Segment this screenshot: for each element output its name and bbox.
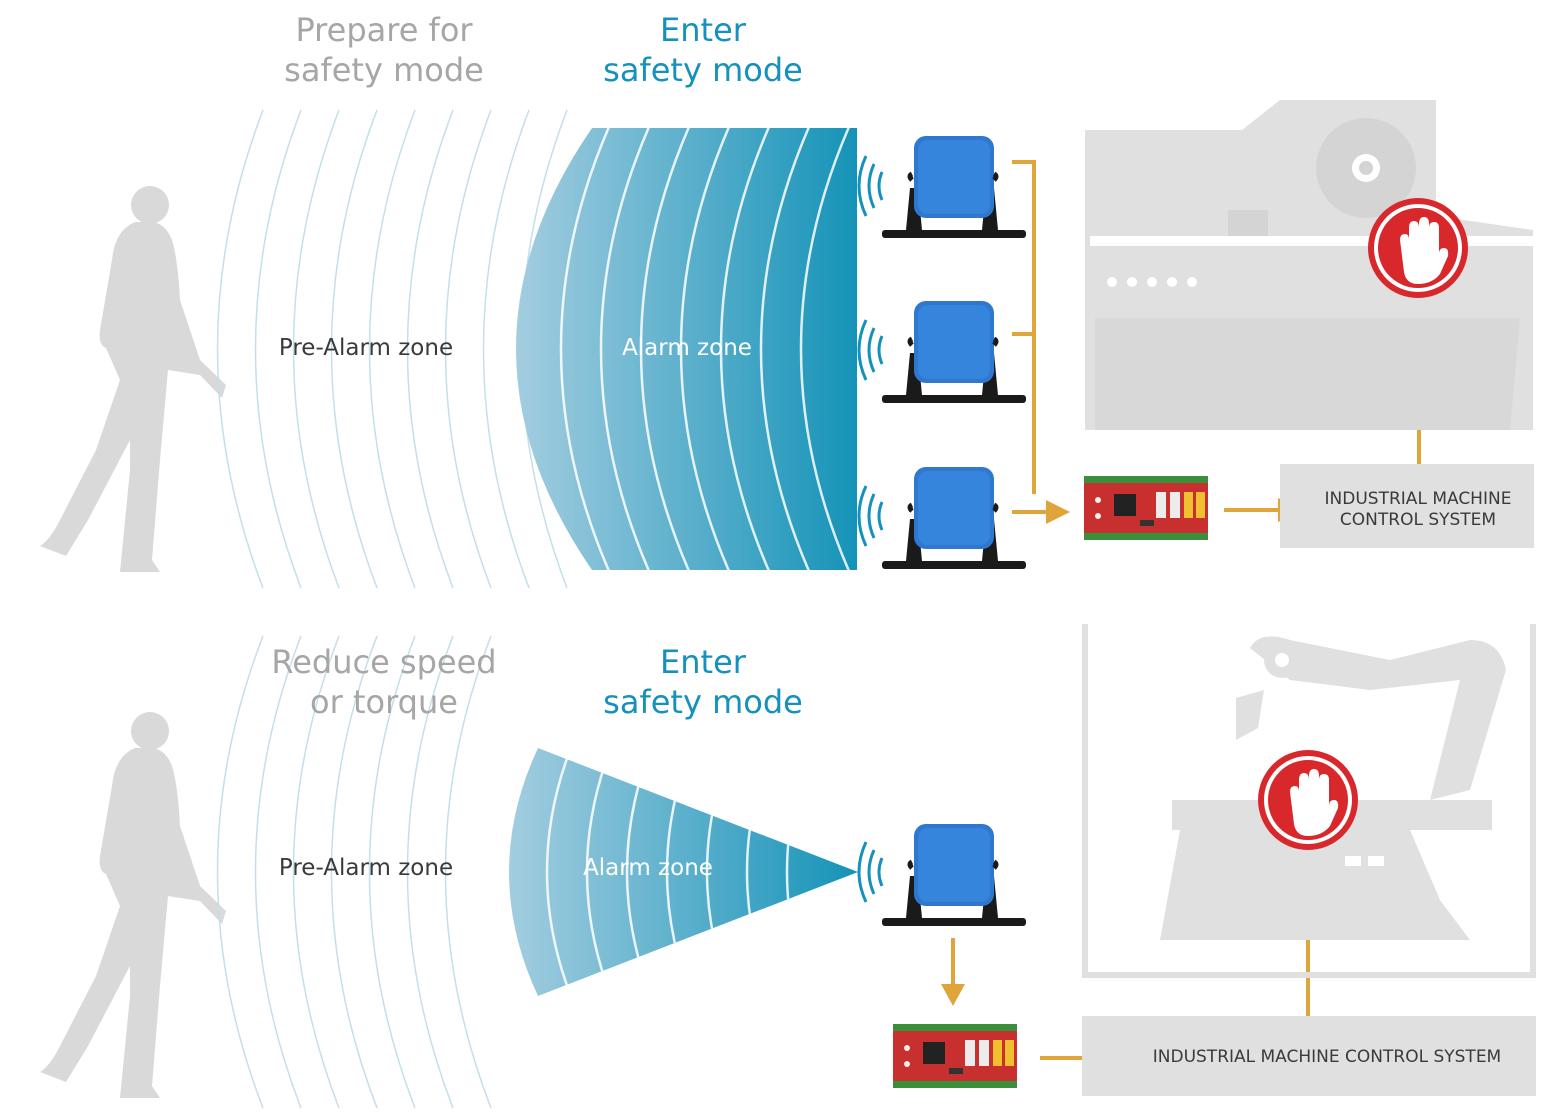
person-walking-icon xyxy=(40,712,226,1098)
bottom-enter-line1: Enter xyxy=(660,643,746,681)
radar-sensor-icon xyxy=(882,824,1026,926)
bottom-phase-line1: Reduce speed xyxy=(271,643,497,681)
top-alarm-label: Alarm zone xyxy=(622,335,752,361)
top-phase-line2: safety mode xyxy=(284,51,484,89)
control-board-icon xyxy=(893,1024,1017,1088)
top-enter-line2: safety mode xyxy=(603,51,803,89)
radar-sensor-icon xyxy=(882,467,1026,569)
stop-hand-icon xyxy=(1366,196,1470,300)
radar-waves-icon xyxy=(857,318,884,382)
stop-hand-icon xyxy=(1256,748,1360,852)
robot-arm-icon xyxy=(1082,624,1536,1096)
top-control-line1: INDUSTRIAL MACHINE xyxy=(1324,489,1512,509)
bottom-phase-label: Reduce speed or torque xyxy=(234,642,534,722)
alarm-zone xyxy=(516,128,857,570)
circular-saw-machine-icon xyxy=(1085,100,1546,548)
radar-sensor-icon xyxy=(882,136,1026,238)
radar-sensor-icon xyxy=(882,301,1026,403)
person-walking-icon xyxy=(40,186,226,572)
radar-waves-icon xyxy=(857,840,884,904)
bottom-control-system-label: INDUSTRIAL MACHINE CONTROL SYSTEM xyxy=(1152,1047,1502,1067)
top-pre-alarm-label: Pre-Alarm zone xyxy=(278,335,454,361)
bottom-phase-line2: or torque xyxy=(310,683,458,721)
control-board-icon xyxy=(1084,476,1208,540)
top-control-line2: CONTROL SYSTEM xyxy=(1339,510,1497,530)
top-phase-line1: Prepare for xyxy=(295,11,473,49)
bottom-pre-alarm-label: Pre-Alarm zone xyxy=(278,855,454,881)
radar-waves-icon xyxy=(857,154,884,218)
bottom-enter-label: Enter safety mode xyxy=(553,642,853,722)
top-enter-label: Enter safety mode xyxy=(553,10,853,90)
top-enter-line1: Enter xyxy=(660,11,746,49)
radar-waves-icon xyxy=(857,484,884,548)
top-control-system-label: INDUSTRIAL MACHINE CONTROL SYSTEM xyxy=(1296,489,1540,531)
top-phase-label: Prepare for safety mode xyxy=(234,10,534,90)
bottom-alarm-label: Alarm zone xyxy=(583,855,713,881)
bottom-panel xyxy=(40,624,1536,1109)
pre-alarm-zone xyxy=(216,635,492,1109)
bottom-enter-line2: safety mode xyxy=(603,683,803,721)
top-panel xyxy=(40,100,1546,589)
